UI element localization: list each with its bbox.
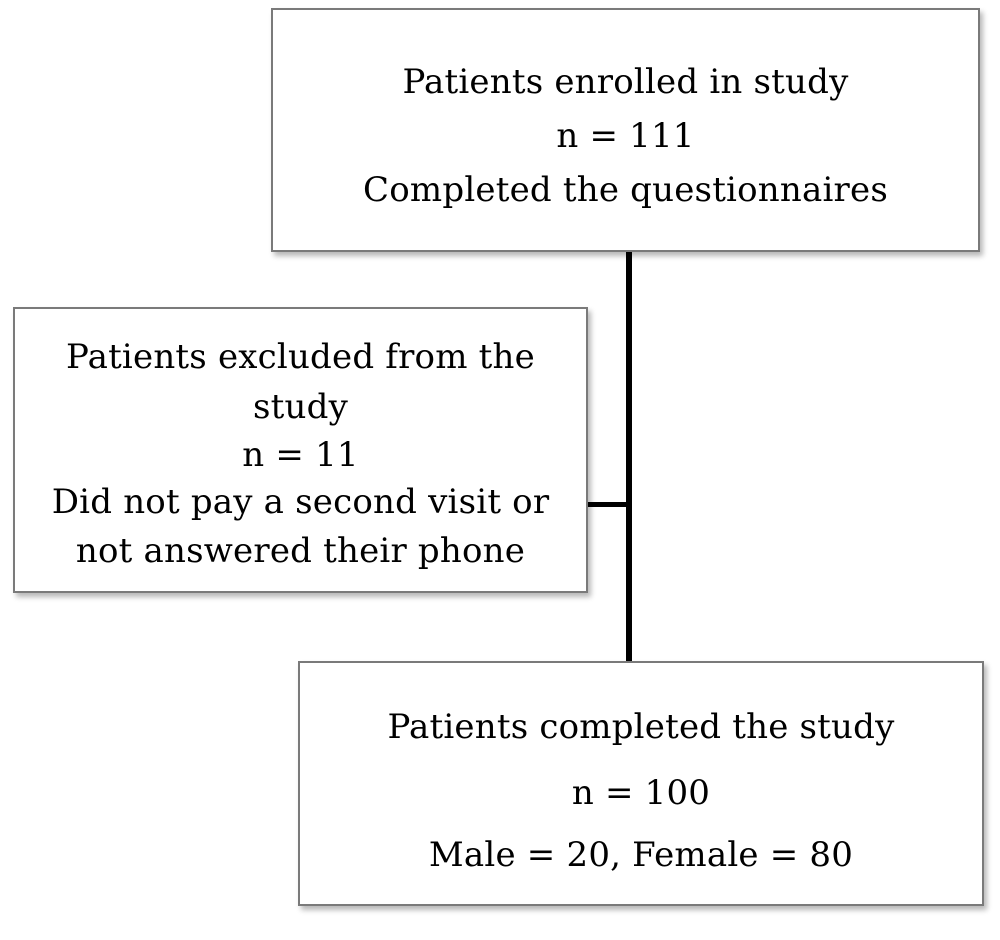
connector-main-vertical xyxy=(626,252,632,661)
excluded-note-line2: not answered their phone xyxy=(75,531,526,571)
enrolled-title: Patients enrolled in study xyxy=(402,62,849,102)
excluded-note-line1: Did not pay a second visit or xyxy=(51,482,550,522)
excluded-count: n = 11 xyxy=(242,435,359,475)
completed-count: n = 100 xyxy=(571,773,711,813)
completed-note: Male = 20, Female = 80 xyxy=(428,835,854,875)
connector-exclusion-branch xyxy=(588,502,632,507)
completed-box: Patients completed the study n = 100 Mal… xyxy=(298,661,984,906)
enrolled-note: Completed the questionnaires xyxy=(363,170,888,210)
enrolled-count: n = 111 xyxy=(556,116,695,156)
enrolled-box: Patients enrolled in study n = 111 Compl… xyxy=(271,8,980,252)
excluded-title-line1: Patients excluded from the xyxy=(66,337,535,377)
excluded-box: Patients excluded from the study n = 11 … xyxy=(13,307,588,593)
excluded-title-line2: study xyxy=(253,387,348,427)
completed-title: Patients completed the study xyxy=(387,707,895,747)
